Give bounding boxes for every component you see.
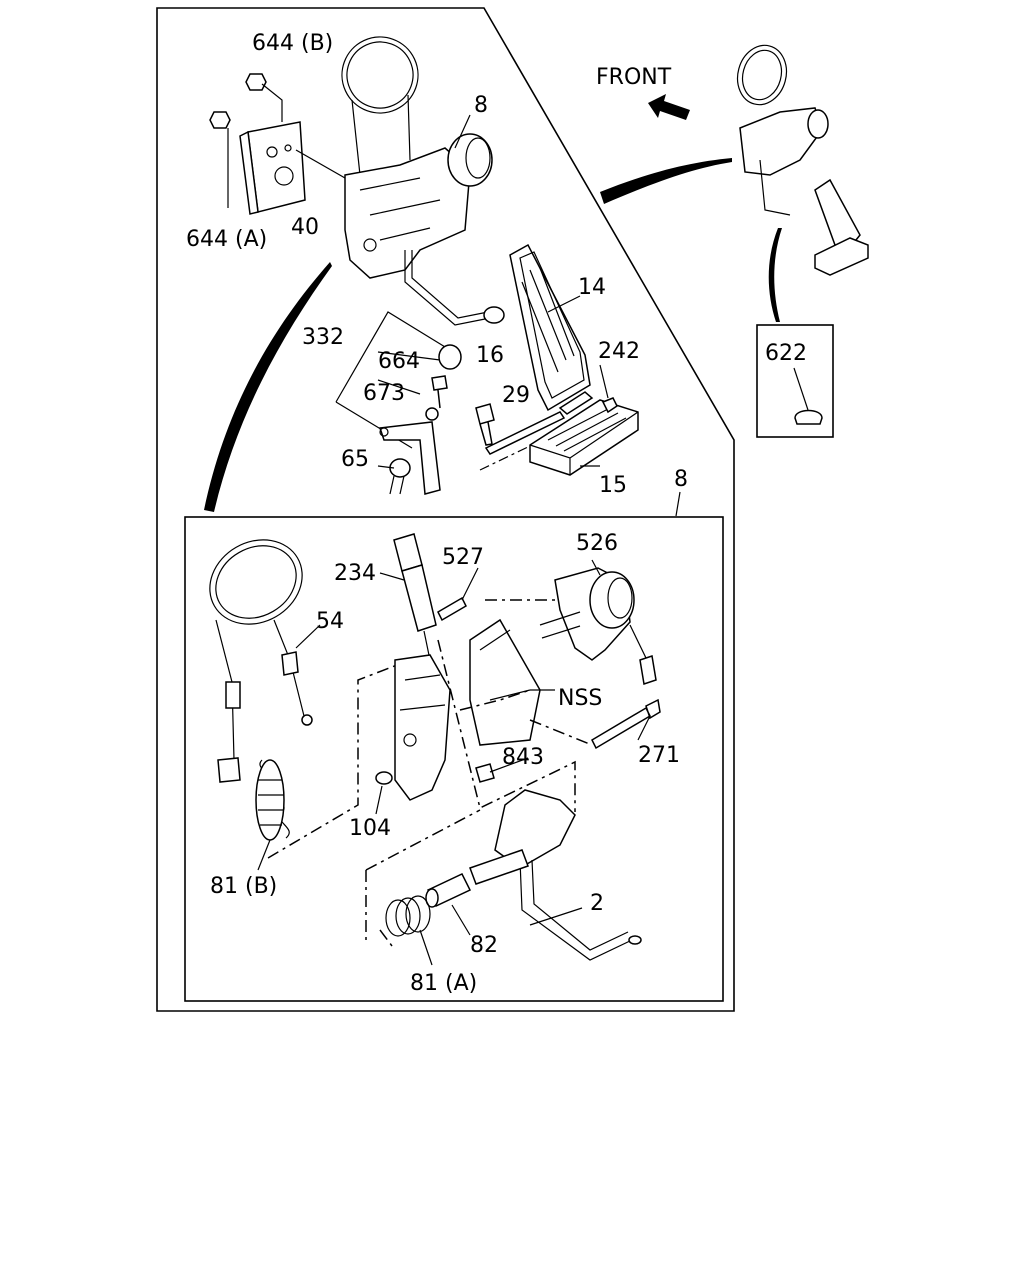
pedal-pad-15 <box>529 391 639 476</box>
nut-242 <box>601 397 618 414</box>
actuator-526 <box>539 567 657 685</box>
callout-673: 673 <box>363 381 405 406</box>
spring-81a <box>385 895 431 937</box>
bracket-332-group <box>335 311 462 495</box>
callout-234: 234 <box>334 561 376 586</box>
swoosh-arrow-right <box>768 228 782 322</box>
front-arrow-icon <box>648 94 690 120</box>
overview-assembly <box>736 44 869 276</box>
callout-nss: NSS <box>558 686 602 711</box>
pedal-assembly-top <box>209 36 505 326</box>
callout-65: 65 <box>341 447 369 472</box>
callout-14: 14 <box>578 275 606 300</box>
detail-frame-8 <box>184 516 724 1002</box>
callout-16: 16 <box>476 343 504 368</box>
callout-81b: 81 (B) <box>210 874 277 899</box>
callout-271: 271 <box>638 743 680 768</box>
swoosh-arrow-top <box>600 158 732 204</box>
main-plate <box>394 654 451 801</box>
callout-664: 664 <box>378 349 420 374</box>
part-843 <box>475 763 495 783</box>
callout-8-box: 8 <box>674 467 688 492</box>
pin-29 <box>484 411 566 455</box>
callout-40: 40 <box>291 215 319 240</box>
grommet-622 <box>794 409 823 425</box>
leader-lines <box>257 114 681 966</box>
callout-54: 54 <box>316 609 344 634</box>
callout-527: 527 <box>442 545 484 570</box>
callout-843: 843 <box>502 745 544 770</box>
bolt-16 <box>475 403 495 446</box>
callout-104: 104 <box>349 816 391 841</box>
callout-526: 526 <box>576 531 618 556</box>
front-label: FRONT <box>596 65 672 90</box>
callout-15: 15 <box>599 473 627 498</box>
washer-104 <box>375 771 393 785</box>
callout-2: 2 <box>590 891 604 916</box>
callout-242: 242 <box>598 339 640 364</box>
bolt-527 <box>437 596 467 622</box>
cable-54 <box>209 539 313 783</box>
inset-box-622 <box>756 324 834 438</box>
bracket-nss <box>469 618 541 746</box>
switch-234 <box>393 533 437 661</box>
main-frame <box>156 7 735 1012</box>
callout-81a: 81 (A) <box>410 971 477 996</box>
spring-81b <box>255 759 290 841</box>
callout-29: 29 <box>502 383 530 408</box>
swoosh-arrow-left <box>204 262 332 512</box>
callout-644a: 644 (A) <box>186 227 267 252</box>
callout-332: 332 <box>302 325 344 350</box>
callout-644b: 644 (B) <box>252 31 333 56</box>
accelerator-pedal-14 <box>509 243 591 412</box>
callout-622: 622 <box>765 341 807 366</box>
pedal-arm-2 <box>469 789 642 961</box>
callout-8-top: 8 <box>474 93 488 118</box>
callout-82: 82 <box>470 933 498 958</box>
